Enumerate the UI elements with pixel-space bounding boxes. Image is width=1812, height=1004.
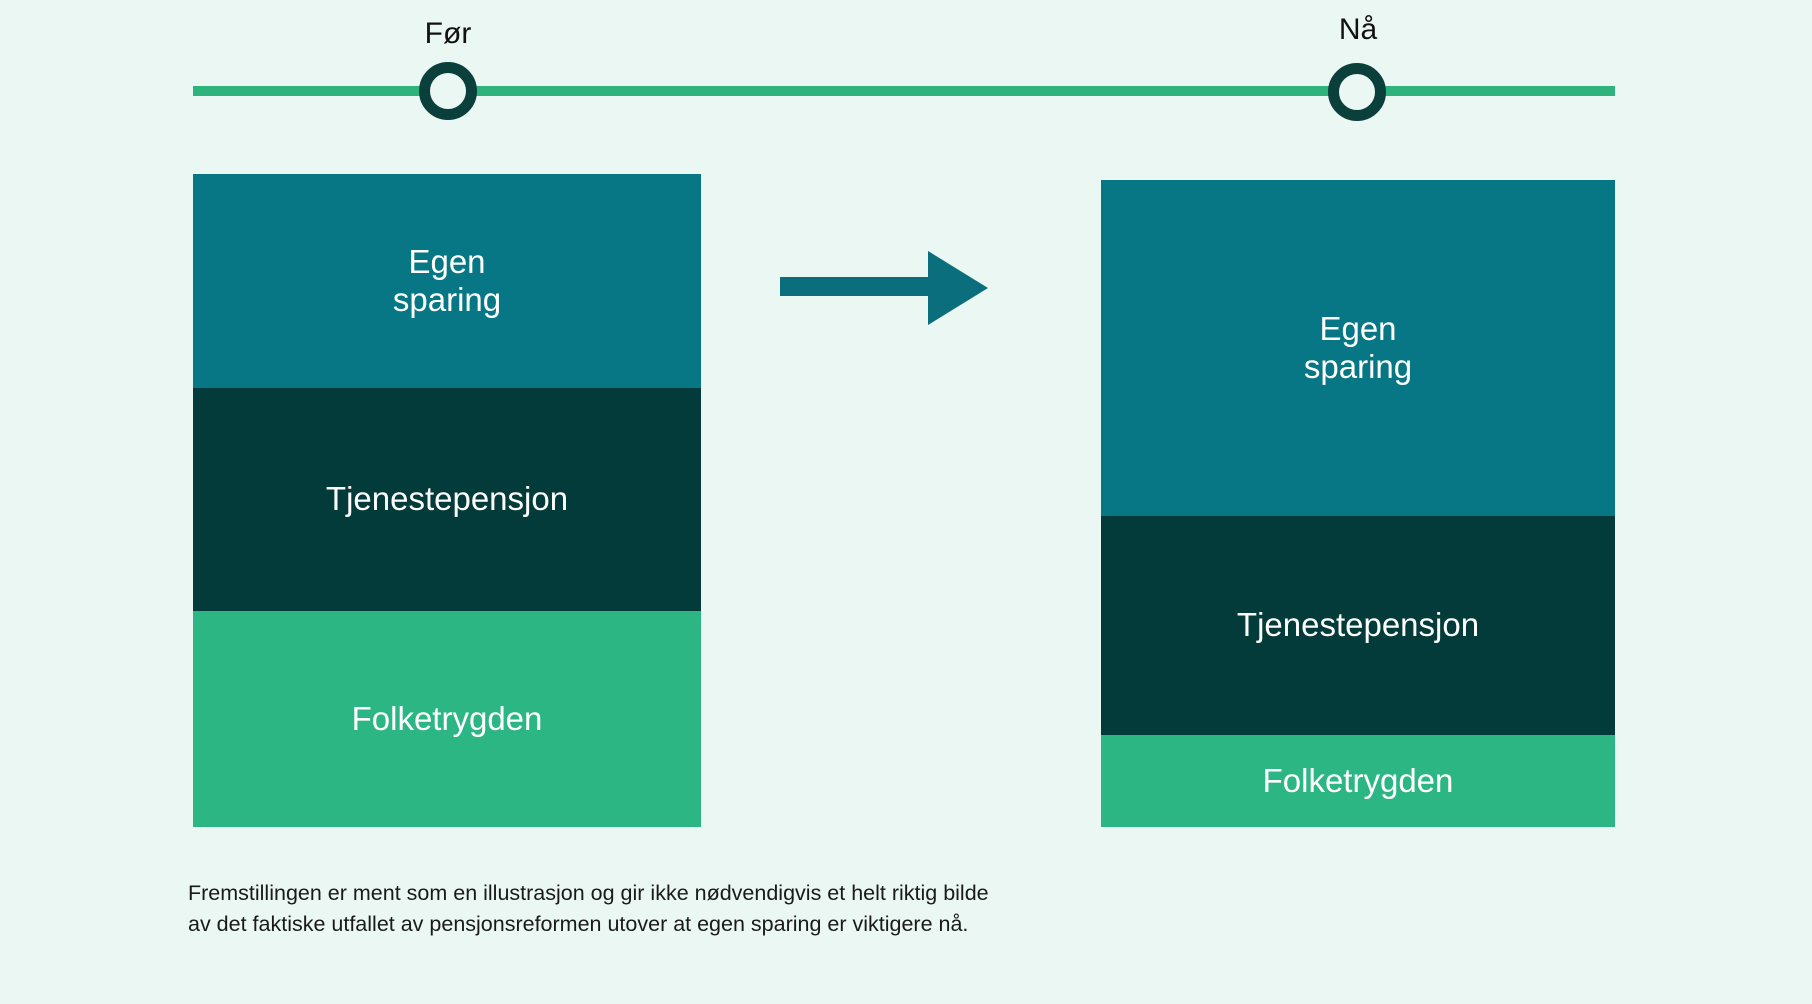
segment-label: Folketrygden	[1263, 762, 1454, 800]
segment-label-line1: Egen	[1319, 309, 1397, 347]
caption-line-1: Fremstillingen er ment som en illustrasj…	[188, 881, 989, 905]
segment-label: Egen sparing	[1304, 310, 1412, 387]
timeline-label-before: Før	[424, 17, 472, 50]
segment-label-line1: Folketrygden	[1262, 761, 1454, 799]
segment-label: Tjenestepensjon	[1237, 606, 1479, 644]
segment-label-line2: sparing	[392, 281, 502, 318]
segment-label-line1: Folketrygden	[351, 699, 543, 737]
caption-line-2: av det faktiske utfallet av pensjonsrefo…	[188, 912, 969, 937]
timeline-marker-now[interactable]	[1328, 63, 1386, 121]
timeline-marker-before[interactable]	[419, 62, 477, 120]
transition-arrow-icon	[780, 251, 988, 325]
stacked-bar-now: Egen sparing Tjenestepensjon Folketrygde…	[1101, 180, 1615, 827]
caption: Fremstillingen er ment som en illustrasj…	[188, 878, 1128, 940]
bar-before-segment-folketrygden: Folketrygden	[193, 611, 701, 827]
stacked-bar-before: Egen sparing Tjenestepensjon Folketrygde…	[193, 174, 701, 827]
bar-now-segment-tjenestepensjon: Tjenestepensjon	[1101, 516, 1615, 735]
segment-label: Tjenestepensjon	[326, 480, 568, 518]
segment-label-line1: Tjenestepensjon	[325, 480, 569, 518]
timeline-track	[193, 86, 1615, 96]
bar-before-segment-egen-sparing: Egen sparing	[193, 174, 701, 388]
bar-before-segment-tjenestepensjon: Tjenestepensjon	[193, 388, 701, 611]
segment-label: Folketrygden	[352, 700, 543, 738]
segment-label-line2: sparing	[1303, 348, 1413, 385]
segment-label-line1: Egen	[408, 242, 486, 280]
timeline-label-now: Nå	[1338, 13, 1378, 46]
segment-label: Egen sparing	[393, 243, 501, 320]
segment-label-line1: Tjenestepensjon	[1236, 606, 1480, 644]
bar-now-segment-egen-sparing: Egen sparing	[1101, 180, 1615, 516]
bar-now-segment-folketrygden: Folketrygden	[1101, 735, 1615, 827]
